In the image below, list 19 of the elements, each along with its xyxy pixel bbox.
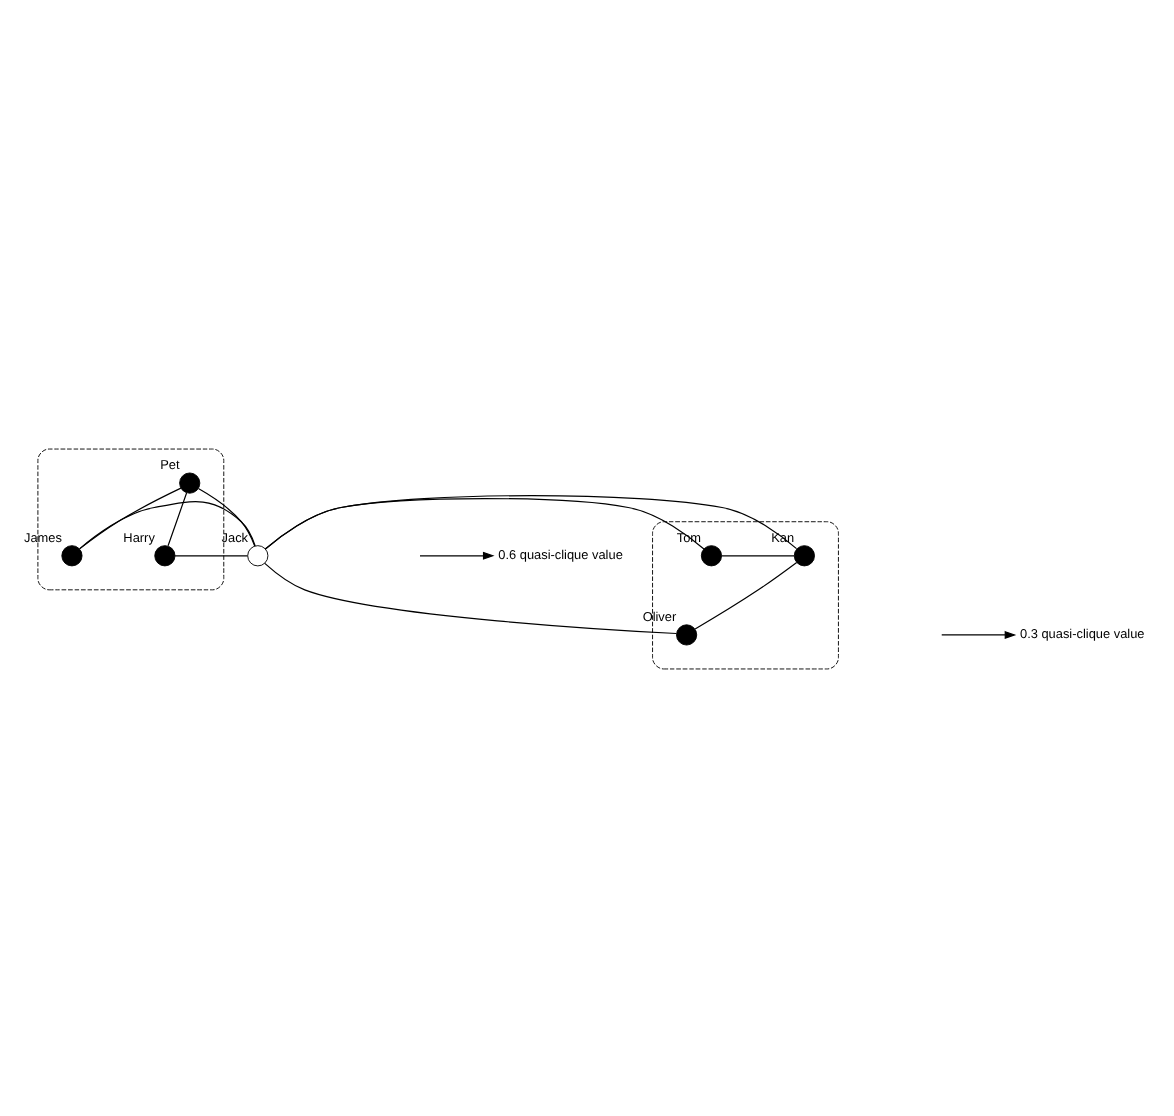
connector <box>197 487 256 546</box>
node-circle <box>247 544 269 566</box>
connector <box>264 494 798 549</box>
node-circle <box>154 544 176 566</box>
connector <box>78 486 182 549</box>
node-circle <box>676 623 698 645</box>
node-circle <box>793 544 815 566</box>
connector <box>721 554 795 556</box>
connector <box>167 491 188 546</box>
connector <box>79 500 256 549</box>
connector <box>264 561 678 634</box>
node-circle <box>61 544 83 566</box>
connector <box>264 496 705 549</box>
arrow <box>419 550 495 559</box>
node-circle <box>179 471 201 493</box>
node-circle <box>700 544 723 566</box>
connector <box>694 560 798 629</box>
arrow <box>941 629 1017 638</box>
connector <box>174 554 249 556</box>
